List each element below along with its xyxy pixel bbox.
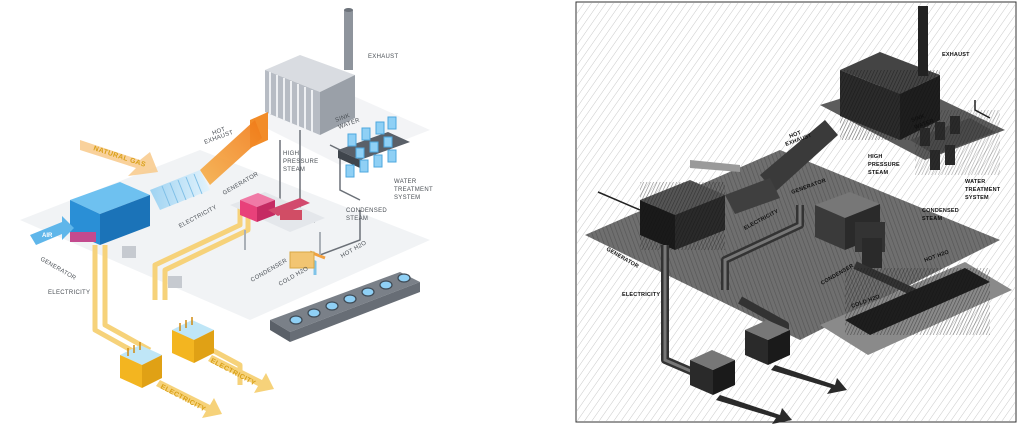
sketch-label-water-treatment-1: WATER	[965, 179, 985, 185]
sketch-label-hot-exhaust-1: HOT	[789, 130, 803, 140]
label-exhaust: EXHAUST	[368, 54, 398, 60]
transformer-1	[120, 342, 162, 388]
exhaust-stack	[344, 10, 353, 70]
sketch-label-condensed-steam-2: STEAM	[922, 216, 942, 222]
sketch-cooling-bank	[845, 268, 990, 335]
sketch-electricity-arrows	[716, 365, 847, 424]
label-sink-water-1: SINK	[335, 113, 351, 124]
label-electricity-left: ELECTRICITY	[48, 290, 90, 296]
sketch-label-electricity-left: ELECTRICITY	[622, 292, 660, 298]
sketch-label-exhaust: EXHAUST	[942, 52, 970, 58]
label-water-treatment-3: SYSTEM	[394, 195, 420, 201]
sketch-label-high-pressure-2: PRESSURE	[868, 162, 900, 168]
natural-gas-arrow	[80, 140, 158, 176]
sketch-exhaust-duct	[760, 120, 838, 192]
label-water-treatment-2: TREATMENT	[394, 187, 433, 193]
sketch-label-sink-water-1: SINK	[911, 113, 926, 123]
label-condensed-steam-1: CONDENSED	[346, 208, 387, 214]
label-natural-gas: NATURAL GAS	[92, 145, 146, 169]
air-arrow: AIR	[30, 216, 74, 245]
water-treatment-tanks	[338, 116, 410, 178]
sketch-transformer-2	[745, 320, 790, 365]
sketch-label-condensed-steam-1: CONDENSED	[922, 208, 959, 214]
sketch-label-water-treatment-3: SYSTEM	[965, 195, 989, 201]
sketch-left-line	[597, 191, 641, 211]
label-high-pressure-3: STEAM	[283, 167, 305, 173]
sketch-water-treatment	[910, 110, 1000, 175]
gas-generator	[70, 182, 150, 258]
condenser	[289, 251, 315, 269]
label-hot-exhaust-1: HOT	[212, 127, 227, 137]
support-block	[168, 276, 182, 288]
sketch-gas-generator	[640, 180, 725, 250]
right-sketch-diagram: EXHAUST HOT EXHAUST HIGH PRESSURE STEAM …	[575, 1, 1017, 424]
sketch-label-water-treatment-2: TREATMENT	[965, 187, 1001, 193]
electricity-output-arrows	[156, 355, 274, 418]
label-high-pressure-1: HIGH	[283, 151, 299, 157]
sketch-exhaust-stack	[918, 6, 928, 76]
cooling-water-bank	[270, 272, 420, 342]
label-electricity-arrow-1: ELECTRICITY	[159, 384, 207, 414]
sketch-label-high-pressure-3: STEAM	[868, 170, 888, 176]
steam-generator	[230, 192, 325, 255]
transformer-2	[172, 317, 214, 363]
gas-turbine	[150, 170, 210, 210]
sketch-steam-generator	[815, 192, 885, 268]
left-power-plant-diagram: AIR	[20, 8, 433, 418]
label-water-treatment-1: WATER	[394, 179, 417, 185]
sketch-label-high-pressure-1: HIGH	[868, 154, 883, 160]
label-condensed-steam-2: STEAM	[346, 216, 368, 222]
label-generator-left: GENERATOR	[39, 257, 77, 282]
label-high-pressure-2: PRESSURE	[283, 159, 318, 165]
label-air: AIR	[42, 233, 53, 239]
sketch-transformer-1	[690, 350, 735, 395]
hot-exhaust-flow	[200, 120, 262, 185]
sketch-turbine	[725, 178, 780, 214]
